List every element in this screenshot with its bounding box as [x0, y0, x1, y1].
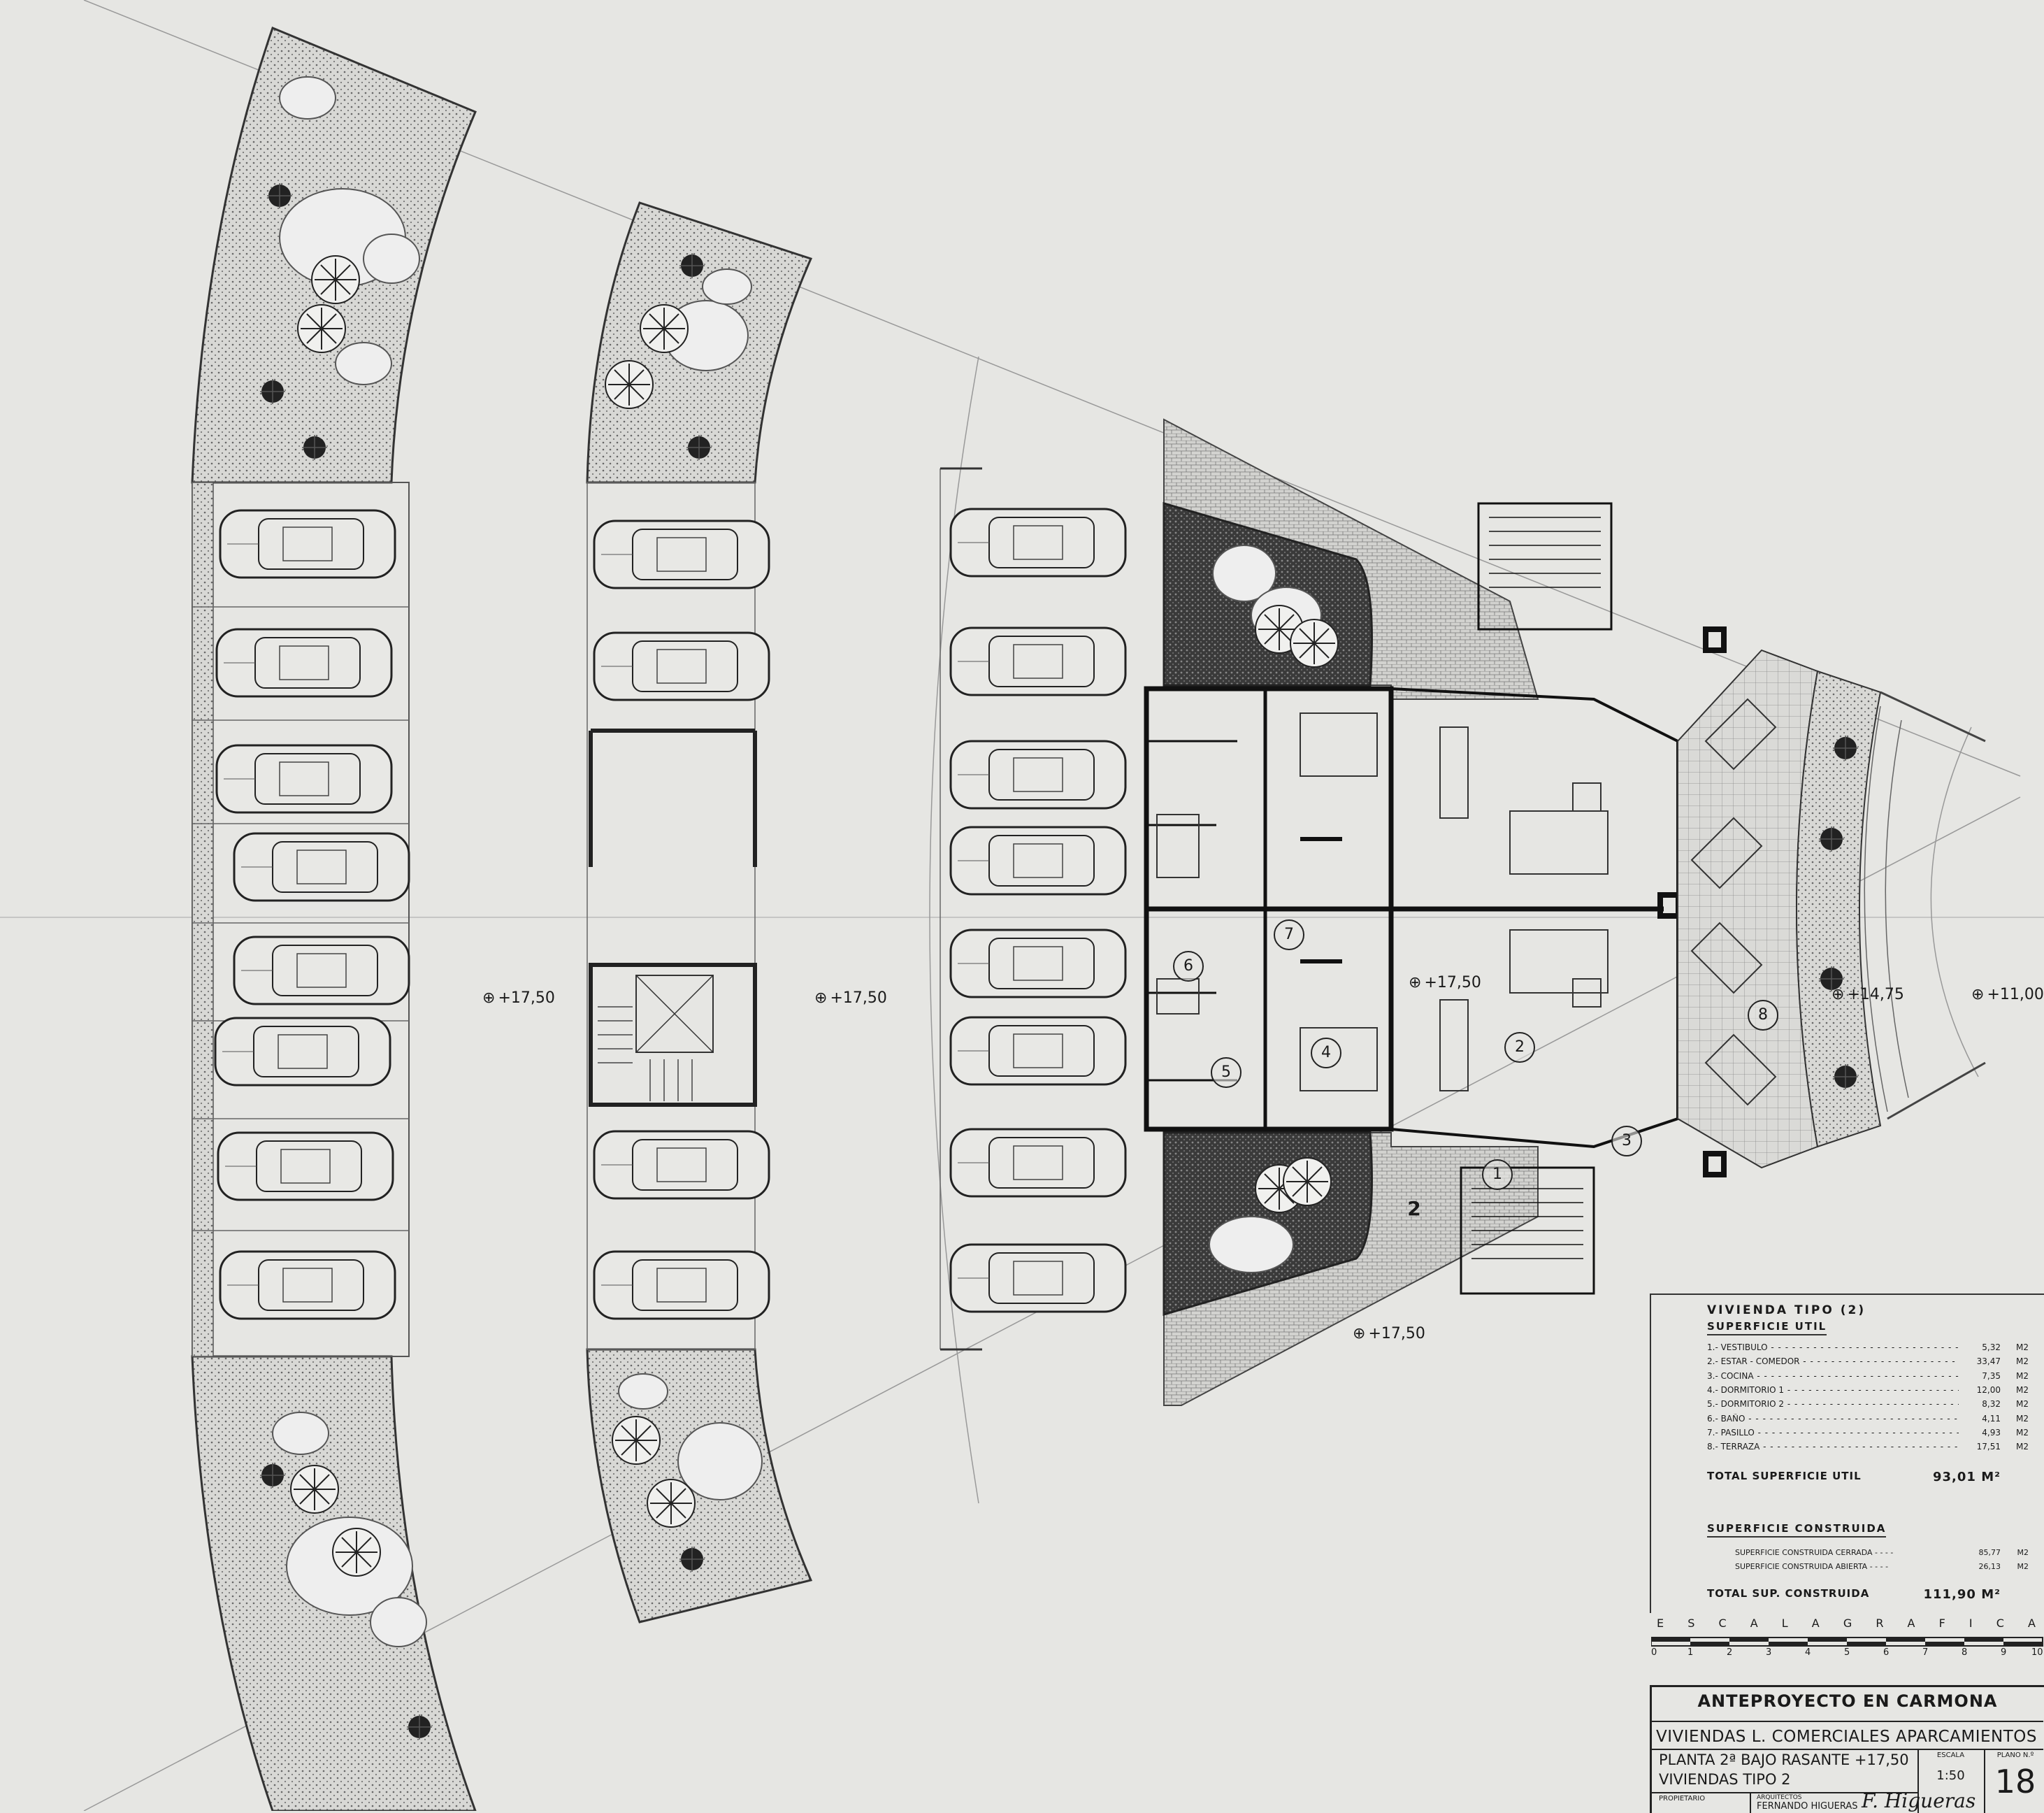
access-number: 2 — [1407, 1197, 1421, 1220]
level-mark-terrace: +14,75 — [1831, 986, 1903, 1003]
plan-number: 18 — [1994, 1763, 2036, 1800]
built-row: SUPERFICIE CONSTRUIDA ABIERTA - - - -26,… — [1735, 1562, 2029, 1571]
level-mark-left-street: +17,50 — [482, 989, 554, 1007]
area-table-subtitle: SUPERFICIE UTIL — [1707, 1320, 1827, 1335]
center-garden-bottom — [586, 1348, 813, 1624]
room-number-4: 4 — [1311, 1038, 1341, 1068]
center-parking — [586, 482, 770, 1350]
area-table-title: VIVIENDA TIPO (2) — [1707, 1303, 1866, 1317]
room-number-8: 8 — [1748, 1000, 1778, 1031]
sheet-subtitle: VIVIENDAS TIPO 2 — [1659, 1771, 1791, 1788]
title-block: ANTEPROYECTO EN CARMONA VIVIENDAS L. COM… — [1650, 1685, 2044, 1813]
program-title: VIVIENDAS L. COMERCIALES APARCAMIENTOS — [1656, 1728, 2037, 1746]
room-number-7: 7 — [1274, 919, 1304, 950]
level-mark-living: +17,50 — [1409, 974, 1481, 991]
architect-name: FERNANDO HIGUERAS — [1757, 1801, 1858, 1812]
scale-bar — [1651, 1637, 2043, 1647]
level-mark-outer: +11,00 — [1971, 986, 2043, 1003]
level-mark-center-street: +17,50 — [814, 989, 886, 1007]
center-garden-top — [586, 201, 813, 484]
dwelling-walls — [1144, 502, 1727, 1295]
room-number-2: 2 — [1504, 1032, 1535, 1063]
planters — [1163, 502, 1373, 1316]
built-row: SUPERFICIE CONSTRUIDA CERRADA - - - -85,… — [1735, 1548, 2029, 1557]
terrace — [1677, 649, 1986, 1169]
left-parking — [192, 482, 410, 1357]
room-number-1: 1 — [1482, 1159, 1513, 1190]
sheet-title: PLANTA 2ª BAJO RASANTE +17,50 — [1659, 1751, 1909, 1768]
architect-signature: F. Higueras — [1862, 1789, 1976, 1812]
scale-value: 1:50 — [1936, 1768, 1965, 1783]
area-table: VIVIENDA TIPO (2) SUPERFICIE UTIL 1.- VE… — [1650, 1294, 2044, 1613]
project-title: ANTEPROYECTO EN CARMONA — [1697, 1691, 1998, 1711]
room-number-3: 3 — [1611, 1126, 1642, 1156]
scale-label: ESCALA — [1936, 1751, 1965, 1759]
right-parking — [940, 467, 1127, 1351]
left-garden-top — [191, 27, 477, 484]
owner-label: PROPIETARIO — [1659, 1795, 1706, 1803]
room-number-5: 5 — [1211, 1057, 1241, 1088]
built-subtitle: SUPERFICIE CONSTRUIDA — [1707, 1522, 1887, 1538]
room-number-6: 6 — [1173, 951, 1204, 982]
scale-bar-numbers: 0 1 2 3 4 5 6 7 8 9 10 — [1651, 1647, 2043, 1658]
level-mark-front-entry: +17,50 — [1353, 1325, 1425, 1342]
left-garden-bottom — [191, 1355, 477, 1811]
architect-label: ARQUITECTOS — [1757, 1794, 1802, 1801]
furniture — [1156, 712, 1608, 1091]
plan-number-label: PLANO N.º — [1996, 1751, 2034, 1759]
